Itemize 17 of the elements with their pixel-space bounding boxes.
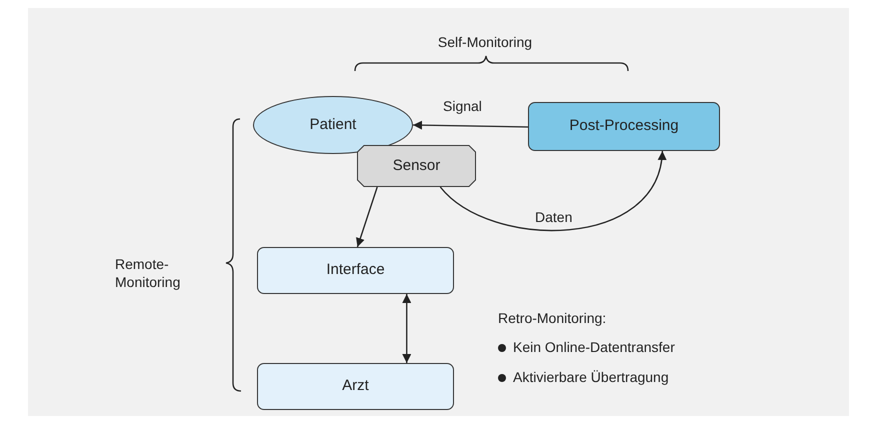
node-label: Post-Processing	[569, 117, 679, 136]
arrow	[356, 186, 378, 248]
node-label: Sensor	[392, 156, 440, 176]
arrow	[412, 120, 528, 130]
annotation-text: Remote-Monitoring	[115, 255, 182, 291]
arrow	[402, 294, 412, 363]
process-box	[257, 363, 454, 410]
bullet-text: Kein Online-Datentransfer	[513, 338, 675, 357]
process-box	[528, 102, 720, 151]
brace-label: Self-Monitoring	[436, 33, 534, 51]
node-label: Arzt	[342, 377, 369, 396]
bullet-text: Aktivierbare Übertragung	[513, 368, 669, 387]
annotation-text: Retro-Monitoring:	[498, 309, 608, 327]
arrow	[440, 150, 666, 231]
node-label: Patient	[310, 116, 356, 134]
node-label: Interface	[326, 261, 385, 280]
process-box	[257, 247, 454, 294]
